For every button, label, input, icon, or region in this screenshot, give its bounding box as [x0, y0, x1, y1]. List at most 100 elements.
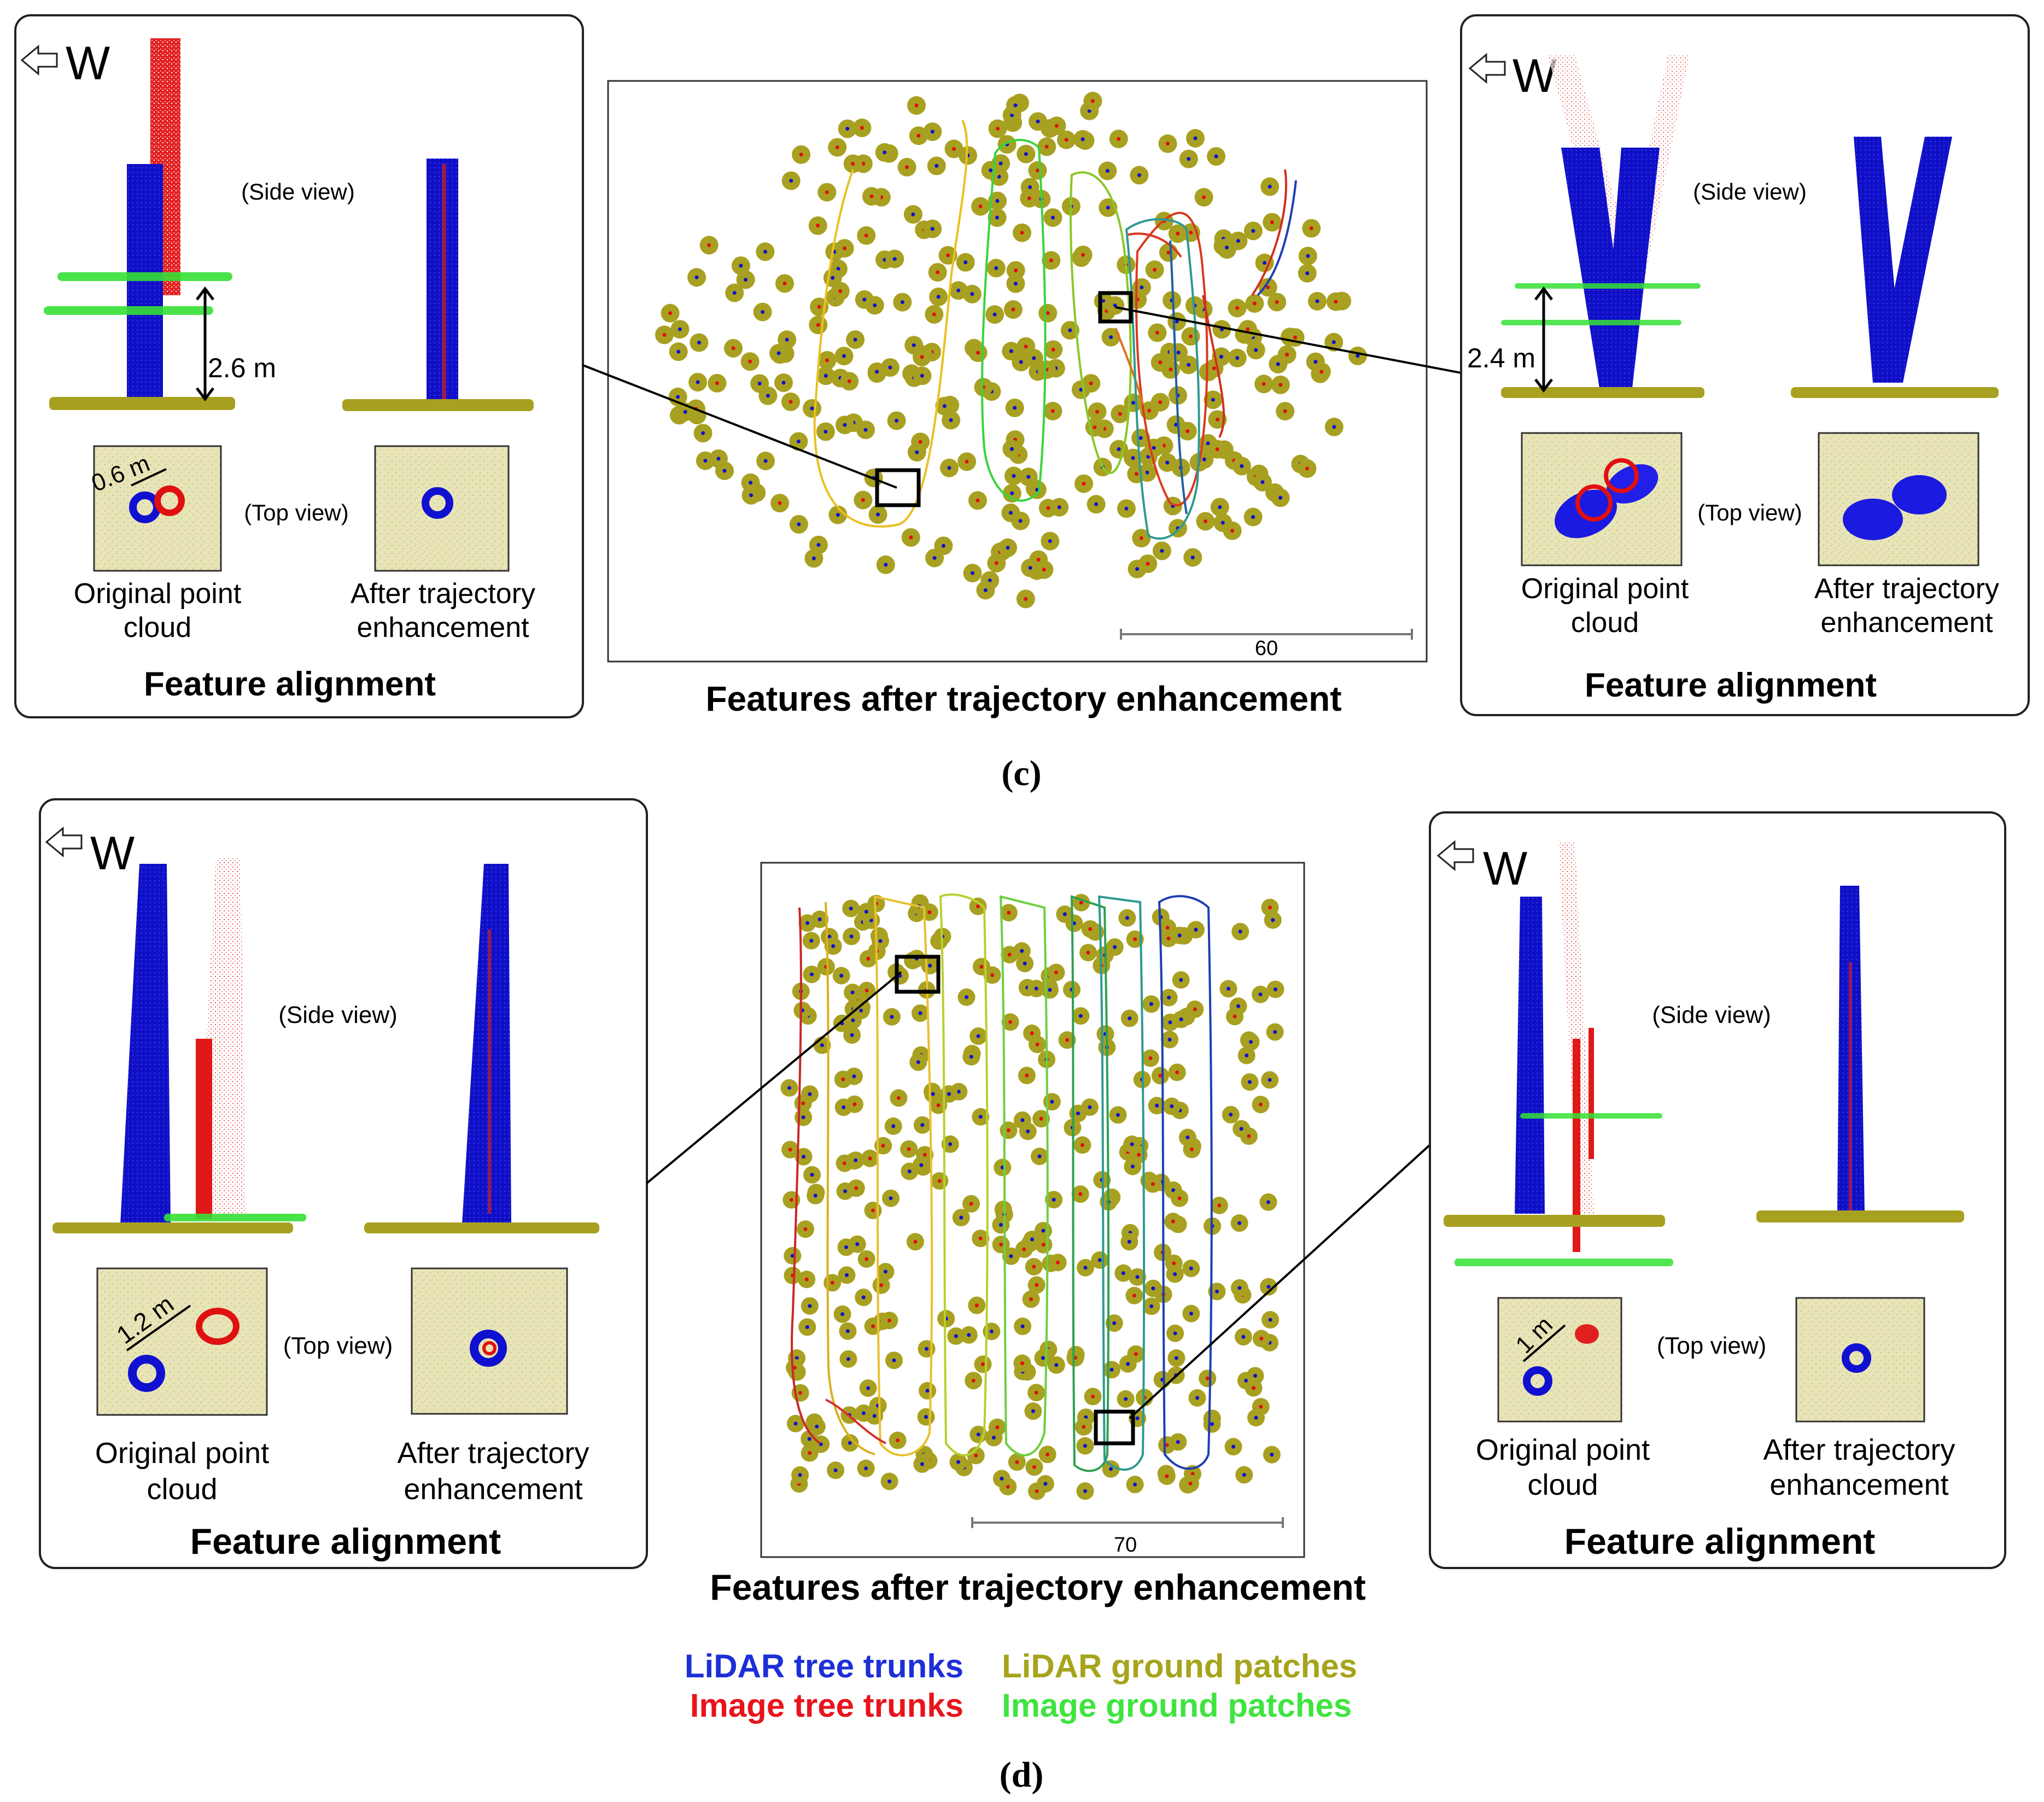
- trunk-mark: [1051, 215, 1055, 220]
- image-trunk-ring: [1575, 484, 1613, 522]
- trunk-mark: [1134, 1352, 1138, 1356]
- trunk-mark: [808, 1451, 812, 1455]
- trunk-mark: [1056, 1260, 1060, 1265]
- trunk-mark: [1095, 409, 1099, 414]
- trunk-mark: [1054, 970, 1058, 975]
- top-view-after-d-left: [411, 1267, 568, 1415]
- trunk-mark: [1105, 169, 1109, 173]
- legend-image-trunks: Image tree trunks: [690, 1687, 963, 1724]
- trunk-mark: [889, 1196, 893, 1201]
- trunk-mark: [1187, 362, 1191, 367]
- trunk-mark: [909, 535, 913, 540]
- trunk-mark: [808, 1304, 812, 1308]
- trunk-mark: [1028, 566, 1032, 570]
- trunk-mark: [799, 153, 803, 157]
- trunk-mark: [744, 278, 748, 282]
- trunk-mark: [833, 1468, 838, 1472]
- trunk-mark: [1041, 1243, 1046, 1247]
- trunk-mark: [1215, 1289, 1219, 1294]
- trunk-mark: [1166, 937, 1171, 940]
- trunk-mark: [994, 266, 998, 270]
- image-ground-slice: [1455, 1259, 1673, 1266]
- trunk-mark: [836, 513, 840, 517]
- west-arrow-icon: [45, 826, 83, 858]
- trunk-mark: [913, 1239, 918, 1244]
- trunk-mark: [1117, 447, 1121, 452]
- trunk-mark: [1020, 949, 1024, 953]
- trunk-mark: [1193, 136, 1198, 141]
- trunk-mark: [864, 233, 868, 238]
- trunk-mark: [1276, 362, 1280, 366]
- trunk-mark: [854, 1158, 858, 1162]
- trunk-mark: [851, 162, 855, 166]
- trunk-mark: [1023, 961, 1027, 966]
- trunk-mark: [1356, 354, 1360, 358]
- trunk-mark: [1029, 1297, 1033, 1301]
- trunk-mark: [707, 243, 711, 247]
- trunk-mark: [1007, 952, 1012, 957]
- trunk-mark: [1283, 409, 1287, 413]
- trunk-mark: [820, 1043, 824, 1048]
- trunk-mark: [932, 556, 937, 560]
- trunk-mark: [1024, 597, 1028, 601]
- trunk-mark: [1131, 456, 1135, 460]
- trunk-mark: [1309, 226, 1313, 231]
- trunk-mark: [1259, 1336, 1264, 1341]
- trunk-mark: [1188, 1481, 1193, 1485]
- trunk-mark: [1094, 502, 1099, 506]
- trunk-mark: [1132, 1294, 1136, 1298]
- trunk-mark: [1137, 1152, 1141, 1157]
- trunk-mark: [1260, 480, 1265, 484]
- trunk-mark: [1313, 360, 1318, 364]
- trunk-mark: [1081, 137, 1085, 142]
- trunk-mark: [722, 469, 727, 473]
- trunk-mark: [1315, 299, 1319, 303]
- trunk-mark: [941, 543, 945, 548]
- trunk-mark: [1219, 354, 1223, 359]
- trunk-mark: [1151, 1182, 1155, 1186]
- trunk-mark: [1010, 491, 1014, 495]
- after-label-line2: enhancement: [1820, 607, 1993, 639]
- trunk-mark: [1032, 1465, 1036, 1469]
- trunk-mark: [763, 249, 767, 254]
- side-view-label: (Side view): [1693, 179, 1807, 204]
- connector-c-right: [1115, 306, 1462, 374]
- trunk-mark: [1151, 1286, 1155, 1291]
- lidar-trunk-blob: [1555, 489, 1617, 539]
- trunk-mark: [843, 246, 847, 250]
- trunk-mark: [1262, 382, 1266, 386]
- trunk-mark: [896, 1096, 901, 1100]
- top-patch: [1795, 1297, 1925, 1423]
- trunk-mark: [1083, 1489, 1087, 1493]
- trunk-mark: [1131, 401, 1135, 405]
- trunk-mark: [911, 212, 915, 217]
- trunk-mark: [1185, 1136, 1190, 1139]
- trunk-mark: [1041, 1228, 1046, 1233]
- trunk-mark: [793, 1421, 798, 1426]
- trunk-mark: [852, 1102, 857, 1107]
- lidar-trunk-ring: [128, 1355, 165, 1392]
- trunk-mark: [776, 351, 781, 355]
- map-d-tree-patches: [780, 894, 1284, 1500]
- trunk-mark: [748, 359, 752, 364]
- trunk-mark: [811, 556, 816, 560]
- west-arrow-icon: [1436, 840, 1474, 871]
- map-d: 70: [760, 862, 1305, 1558]
- trunk-mark: [1237, 1286, 1242, 1290]
- trunk-mark: [974, 1303, 979, 1308]
- trunk-mark: [1014, 268, 1018, 273]
- trunk-mark: [1268, 184, 1272, 189]
- trunk-mark: [1113, 945, 1117, 949]
- trunk-mark: [1036, 558, 1041, 562]
- trunk-mark: [1042, 567, 1046, 572]
- trunk-mark: [1133, 1482, 1137, 1487]
- trunk-mark: [1015, 1460, 1019, 1464]
- trunk-mark: [992, 312, 997, 317]
- map-d-trajectories: [791, 893, 1213, 1472]
- trunk-mark: [864, 1466, 868, 1471]
- trunk-mark: [1011, 307, 1015, 312]
- side-view-after-d-right: [1756, 886, 1964, 1222]
- trunk-mark: [1266, 1285, 1271, 1289]
- aligned-trunk-ring: [1842, 1343, 1871, 1373]
- image-ground-slice: [57, 272, 232, 281]
